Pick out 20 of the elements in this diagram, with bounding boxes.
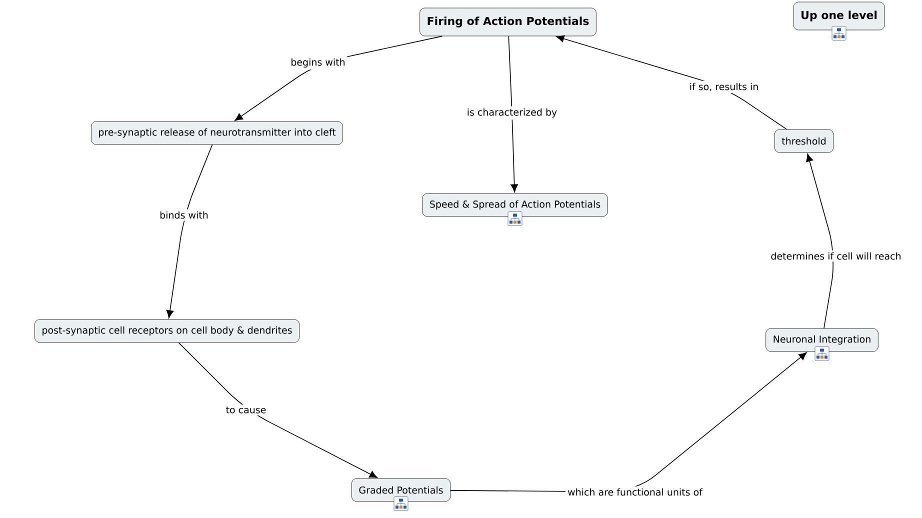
edge-label: is characterized by xyxy=(464,106,560,120)
edge-label: which are functional units of xyxy=(566,486,704,498)
concept-box: Graded Potentials xyxy=(352,478,450,502)
edge-label: determines if cell will reach xyxy=(768,250,904,262)
edge-label: begins with xyxy=(288,56,348,70)
edge-label: binds with xyxy=(158,209,210,221)
edge-label: to cause xyxy=(224,404,268,416)
concept-box: threshold xyxy=(774,129,834,153)
concept-box: pre-synaptic release of neurotransmitter into cleft xyxy=(90,121,344,145)
arrow xyxy=(556,35,788,130)
concept-box: Firing of Action Potentials xyxy=(420,8,596,36)
arrow xyxy=(178,342,378,478)
concept-box: Up one level xyxy=(793,2,885,30)
arrow xyxy=(166,144,213,318)
arrow xyxy=(806,154,834,329)
concept-box: Neuronal Integration xyxy=(766,328,878,352)
concept-box: Speed & Spread of Action Potentials xyxy=(422,193,608,217)
concept-box: post-synaptic cell receptors on cell body & dendrites xyxy=(34,319,300,343)
edge-label: if so, results in xyxy=(687,80,761,94)
arrow xyxy=(508,36,518,192)
